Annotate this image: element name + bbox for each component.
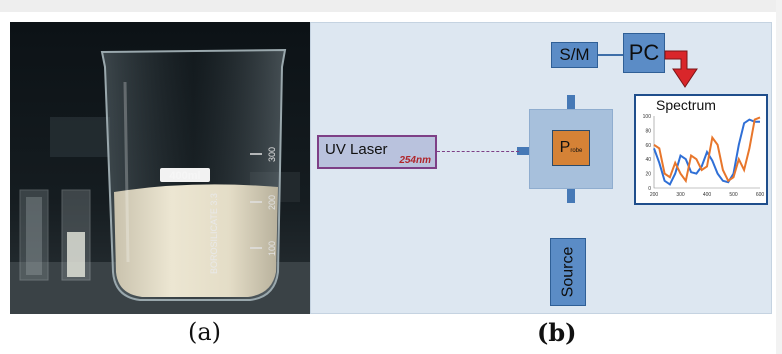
pc-box: PC bbox=[623, 33, 665, 73]
spectrum-y-tick-60: 60 bbox=[645, 143, 651, 149]
spectrum-series-1 bbox=[653, 118, 760, 186]
sm-pc-connector bbox=[598, 54, 623, 56]
beaker-volume-label: 400ml bbox=[169, 170, 200, 182]
spectrum-y-tick-100: 100 bbox=[643, 114, 652, 120]
source-box: Source bbox=[550, 238, 586, 306]
source-label: Source bbox=[559, 246, 577, 298]
probe-housing: Probe bbox=[529, 109, 613, 189]
beaker-mark-100: 100 bbox=[267, 241, 277, 256]
right-border bbox=[776, 0, 782, 354]
spectrum-x-tick-200: 200 bbox=[650, 192, 659, 198]
beaker-mark-300: 300 bbox=[267, 147, 277, 162]
spectrum-x-tick-500: 500 bbox=[729, 192, 738, 198]
beaker-brand: BOROSILICATE 3.3 bbox=[209, 193, 219, 274]
probe-label-sub: robe bbox=[570, 148, 583, 154]
arrow-icon bbox=[664, 50, 698, 88]
beaker-photo: 400ml BOROSILICATE 3.3 300 200 100 bbox=[10, 22, 310, 314]
cuvette-empty bbox=[19, 189, 49, 281]
probe-bottom-port bbox=[567, 189, 575, 203]
uv-laser-box: UV Laser 254nm bbox=[317, 135, 437, 169]
caption-a: (a) bbox=[188, 318, 222, 346]
beaker: 400ml BOROSILICATE 3.3 300 200 100 bbox=[100, 48, 287, 301]
spectrum-x-tick-600: 600 bbox=[756, 192, 765, 198]
uv-laser-wavelength: 254nm bbox=[399, 155, 431, 166]
spectrum-x-tick-400: 400 bbox=[703, 192, 712, 198]
probe-box: Probe bbox=[552, 130, 590, 166]
spectrum-chart: 200 300 400 500 600 0 20 40 60 80 100 bbox=[643, 114, 765, 198]
top-border bbox=[0, 0, 782, 12]
spectrum-inset: Spectrum 200 300 400 500 600 0 20 40 60 80 100 bbox=[634, 94, 768, 205]
spectrum-y-tick-40: 40 bbox=[645, 157, 651, 163]
uv-laser-label: UV Laser bbox=[325, 141, 388, 158]
laser-beam-line bbox=[437, 151, 519, 152]
probe-left-port bbox=[517, 147, 529, 155]
caption-b: (b) bbox=[537, 318, 577, 347]
spectrum-axes bbox=[653, 116, 760, 189]
probe-label: P bbox=[559, 139, 571, 156]
spectrum-y-tick-20: 20 bbox=[645, 172, 651, 178]
spectrum-series-2 bbox=[653, 116, 761, 184]
spectrum-y-tick-0: 0 bbox=[648, 186, 651, 192]
cuvette-sample bbox=[61, 189, 91, 281]
spectrum-title: Spectrum bbox=[656, 97, 716, 113]
spectrum-y-tick-80: 80 bbox=[645, 128, 651, 134]
schematic-panel: S/M PC Probe Source UV Laser 254nm Spect… bbox=[310, 22, 772, 314]
beaker-mark-200: 200 bbox=[267, 195, 277, 210]
spectrum-x-tick-300: 300 bbox=[676, 192, 685, 198]
sm-box: S/M bbox=[551, 42, 598, 68]
photo-panel: 400ml BOROSILICATE 3.3 300 200 100 bbox=[10, 22, 310, 314]
probe-top-port bbox=[567, 95, 575, 109]
